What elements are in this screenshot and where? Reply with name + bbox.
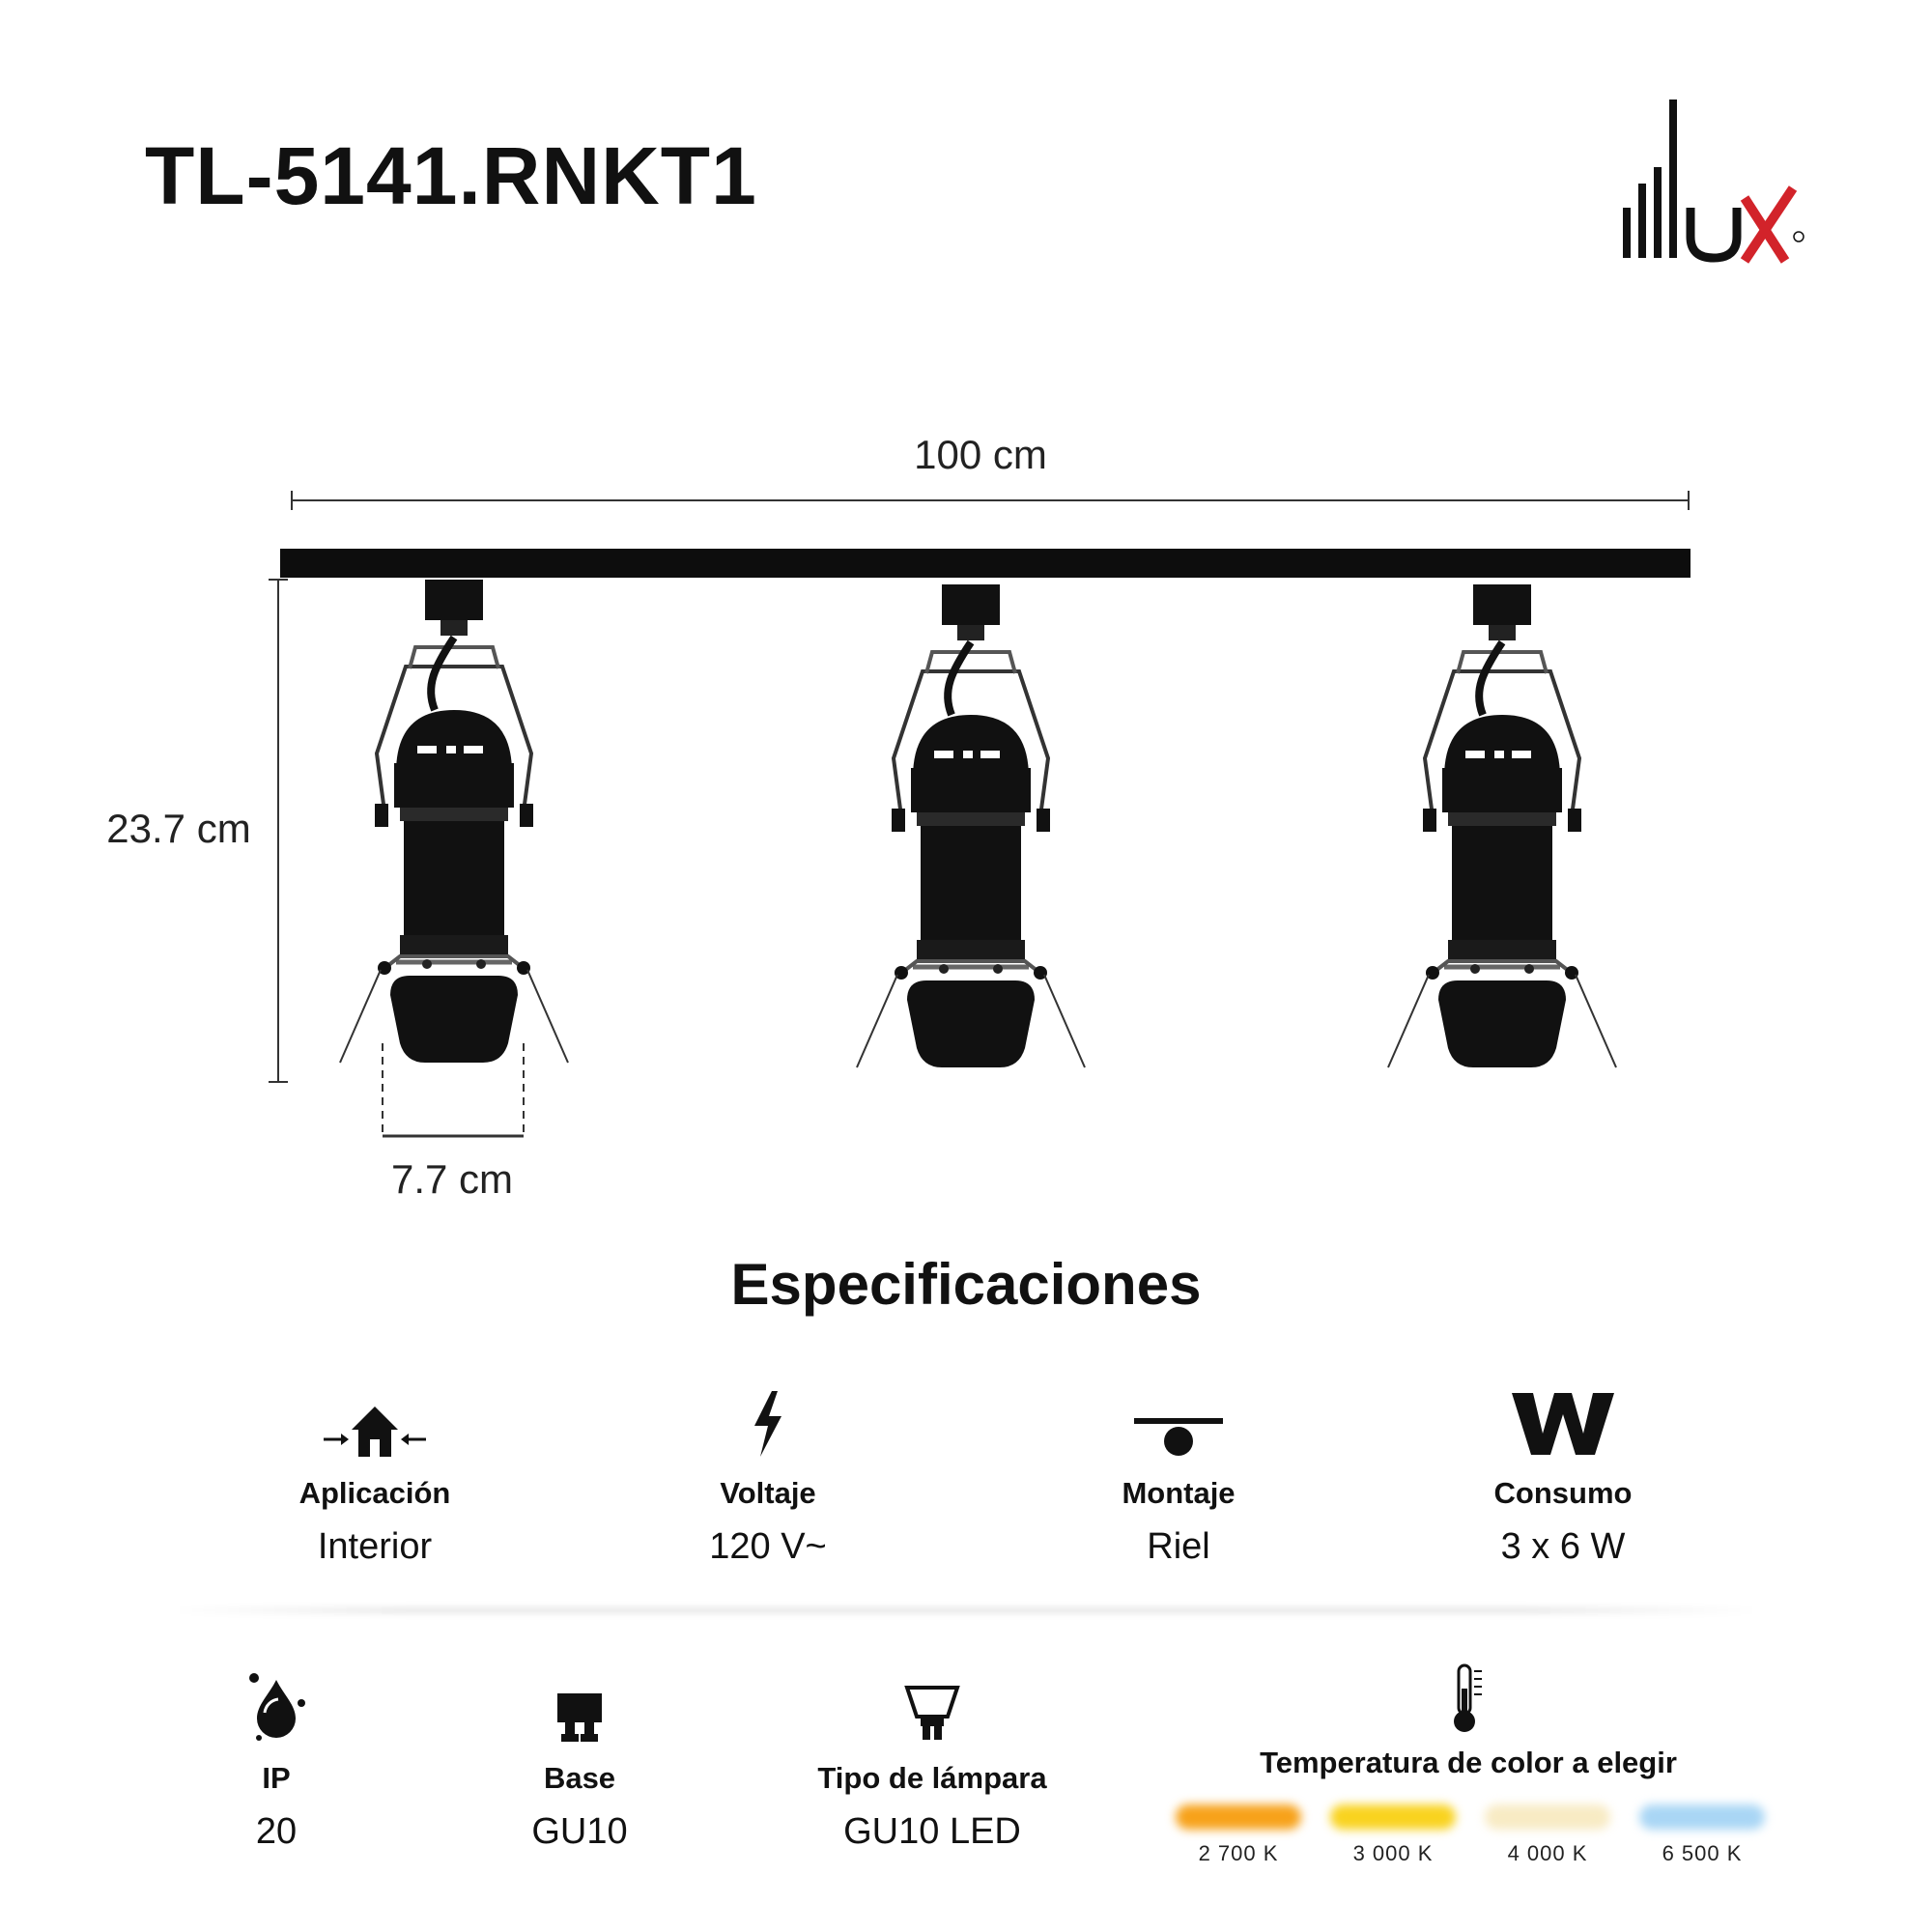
head-width-dimension-label: 7.7 cm xyxy=(391,1156,513,1202)
spec-application-value: Interior xyxy=(317,1526,433,1567)
color-option-2700[interactable]: 2 700 K xyxy=(1171,1804,1306,1866)
color-swatch-6500 xyxy=(1639,1804,1765,1830)
spec-base-label: Base xyxy=(543,1761,616,1795)
fixture-center xyxy=(857,584,1085,1067)
spec-mounting-label: Montaje xyxy=(1122,1476,1236,1510)
spec-ip-value: 20 xyxy=(255,1811,298,1852)
color-option-label: 4 000 K xyxy=(1507,1841,1588,1865)
color-option-4000[interactable]: 4 000 K xyxy=(1480,1804,1615,1866)
thermometer-icon xyxy=(1454,1663,1482,1732)
spec-voltage: Voltaje 120 V~ xyxy=(594,1381,942,1568)
house-arrows-icon xyxy=(324,1406,426,1457)
spec-lamp-type-value: GU10 LED xyxy=(843,1811,1021,1852)
spec-consumption-value: 3 x 6 W xyxy=(1500,1526,1626,1567)
spec-lamp-type-label: Tipo de lámpara xyxy=(817,1761,1047,1795)
water-drop-icon xyxy=(249,1673,305,1741)
spec-voltage-value: 120 V~ xyxy=(709,1526,827,1567)
color-option-3000[interactable]: 3 000 K xyxy=(1325,1804,1461,1866)
product-diagram: 100 cm 23.7 cm 7.7 cm xyxy=(106,432,1690,1202)
spec-mounting-value: Riel xyxy=(1147,1526,1210,1567)
color-swatch-4000 xyxy=(1485,1804,1610,1830)
height-dimension-label: 23.7 cm xyxy=(106,806,250,851)
spec-ip: IP 20 xyxy=(102,1666,450,1853)
lightning-icon xyxy=(754,1391,781,1457)
spec-ip-label: IP xyxy=(262,1761,291,1795)
socket-base-icon xyxy=(557,1693,602,1742)
color-option-label: 3 000 K xyxy=(1352,1841,1434,1865)
track-rail xyxy=(280,549,1690,578)
spec-base: Base GU10 xyxy=(406,1666,753,1853)
spec-application: Aplicación Interior xyxy=(201,1381,549,1568)
color-swatch-3000 xyxy=(1330,1804,1456,1830)
watt-w-icon xyxy=(1512,1393,1614,1455)
spec-lamp-type: Tipo de lámpara GU10 LED xyxy=(758,1666,1106,1853)
color-option-6500[interactable]: 6 500 K xyxy=(1634,1804,1770,1866)
specs-title: Especificaciones xyxy=(730,1252,1202,1317)
spec-base-value: GU10 xyxy=(531,1811,628,1852)
spec-application-label: Aplicación xyxy=(298,1476,451,1510)
color-option-label: 2 700 K xyxy=(1198,1841,1279,1865)
color-option-label: 6 500 K xyxy=(1662,1841,1743,1865)
brand-logo xyxy=(1623,99,1804,264)
product-model-title: TL-5141.RNKT1 xyxy=(145,130,757,221)
spec-voltage-label: Voltaje xyxy=(720,1476,816,1510)
spec-consumption-label: Consumo xyxy=(1493,1476,1633,1510)
color-temperature-label: Temperatura de color a elegir xyxy=(1260,1746,1677,1779)
color-swatch-2700 xyxy=(1176,1804,1301,1830)
spec-consumption: Consumo 3 x 6 W xyxy=(1389,1381,1737,1568)
ceiling-mount-icon xyxy=(1134,1418,1223,1456)
section-divider xyxy=(174,1606,1758,1614)
spec-mounting: Montaje Riel xyxy=(1005,1381,1352,1568)
color-temperature-block: Temperatura de color a elegir xyxy=(1159,1662,1777,1780)
fixture-right xyxy=(1388,584,1616,1067)
lamp-bulb-icon xyxy=(904,1686,960,1740)
width-dimension-label: 100 cm xyxy=(914,432,1047,477)
fixture-left xyxy=(340,580,568,1063)
